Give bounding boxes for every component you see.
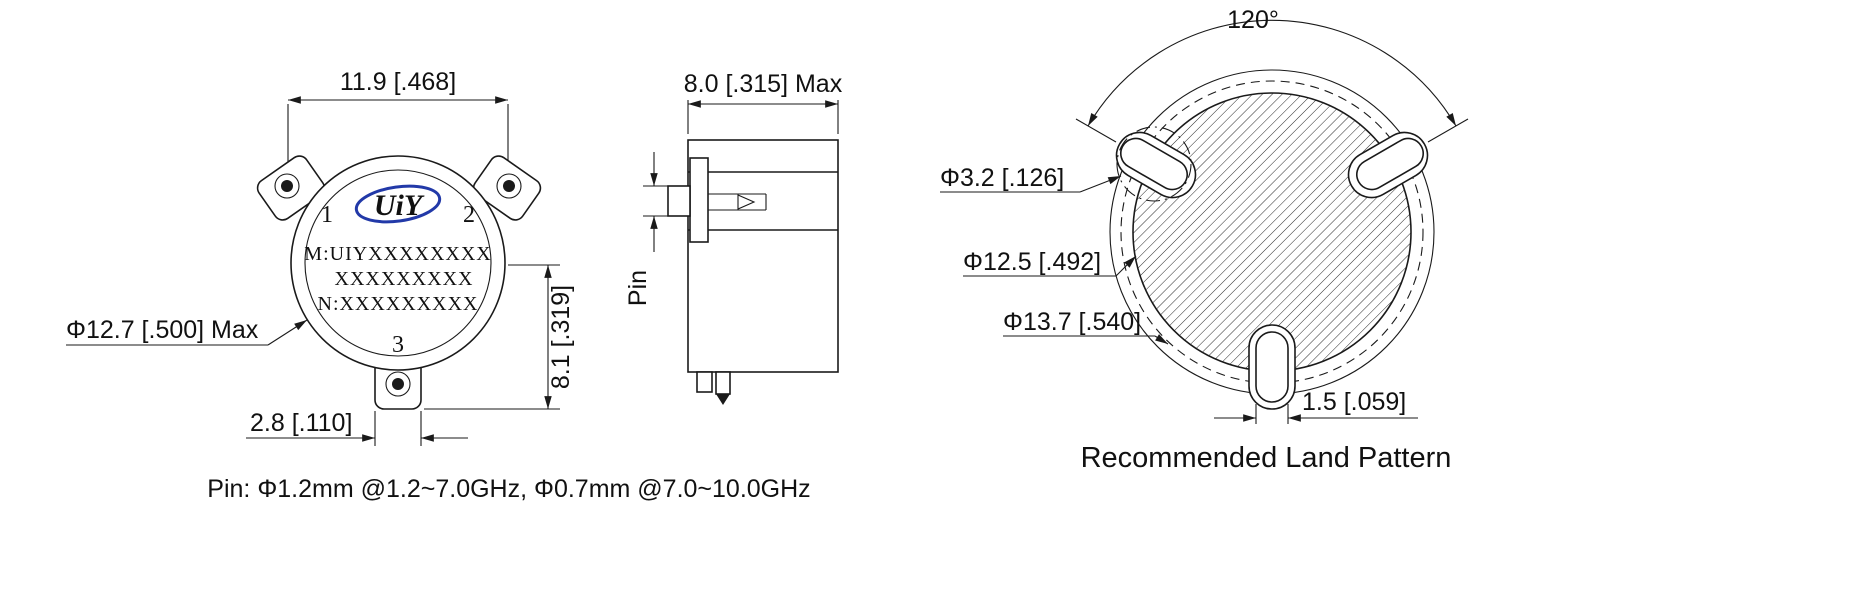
side-view: 8.0 [.315] Max	[624, 70, 843, 405]
port-2-label: 2	[463, 202, 475, 228]
pin-pad-circle	[1116, 126, 1192, 202]
dim-tab-width-lines	[246, 411, 468, 446]
dim-diameter-label: Φ12.7 [.500] Max	[66, 316, 259, 344]
body-inner-circle	[304, 169, 492, 357]
pin-detail-wedge	[737, 194, 756, 210]
logo-ellipse-icon	[354, 184, 442, 224]
marking-line-3: N:XXXXXXXXX	[318, 293, 479, 315]
land-pattern-view: 120° Φ3.2 [.126] Φ12.5 [.492] Φ13.7 [.54…	[940, 6, 1469, 474]
angle-dim-lines	[1075, 19, 1469, 143]
pin-callout-lines	[643, 152, 686, 252]
pin-footnote: Pin: Φ1.2mm @1.2~7.0GHz, Φ0.7mm @7.0~10.…	[207, 475, 810, 503]
side-body	[667, 139, 839, 405]
dim-diameter-leader	[66, 319, 308, 346]
marking-line-2: XXXXXXXXX	[335, 268, 474, 290]
logo-text: UiY	[374, 189, 425, 222]
dim-pin-pad-label: Φ3.2 [.126]	[940, 164, 1064, 192]
dim-inner-circle-label: Φ12.5 [.492]	[963, 248, 1101, 276]
tab-holes	[274, 173, 522, 397]
dim-pin-pad-leader	[940, 175, 1122, 193]
dim-pin-width-lines	[1214, 404, 1418, 424]
outer-dashed-circle	[1120, 80, 1424, 384]
dim-outer-circle-label: Φ13.7 [.540]	[1003, 308, 1141, 336]
top-view: 11.9 [.468] UiY 1 2 3 M:UIYXXXXXXXX XXXX…	[66, 68, 575, 446]
dim-center-height-label: 8.1 [.319]	[547, 285, 575, 389]
dim-width-lines	[287, 96, 509, 166]
port-1-label: 1	[321, 202, 333, 228]
dim-pin-width-label: 1.5 [.059]	[1302, 388, 1406, 416]
dim-center-height-lines	[424, 264, 560, 410]
land-pattern-caption: Recommended Land Pattern	[1081, 442, 1452, 474]
uiy-logo: UiY	[354, 184, 442, 224]
dim-height-label: 8.0 [.315] Max	[684, 70, 843, 98]
dim-tab-width-label: 2.8 [.110]	[250, 409, 352, 437]
body-outer-circle	[290, 155, 506, 371]
dim-height-lines	[687, 100, 839, 134]
marking-line-1: M:UIYXXXXXXXX	[304, 243, 491, 265]
dim-width-label: 11.9 [.468]	[340, 68, 456, 96]
dim-angle-label: 120°	[1227, 6, 1279, 34]
dim-outer-circle-leader	[1003, 334, 1169, 345]
pins	[1120, 137, 1424, 403]
dim-inner-circle-leader	[963, 255, 1137, 277]
port-3-label: 3	[392, 332, 404, 358]
bottom-pin-tip	[716, 394, 730, 405]
pin-label: Pin	[624, 270, 652, 306]
